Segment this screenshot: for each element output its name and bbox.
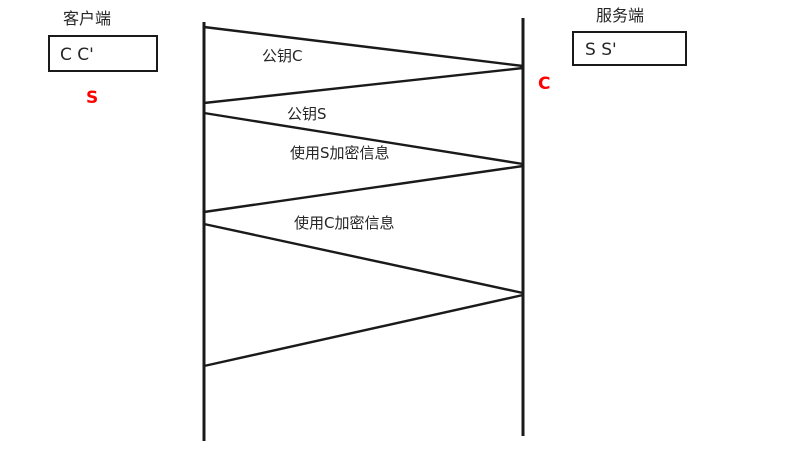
client-actor-box-label: C C': [60, 45, 94, 65]
message-label-4: 使用C加密信息: [294, 214, 395, 232]
message-arrow-4: [202, 164, 525, 214]
server-actor-box: S S': [572, 31, 687, 66]
message-arrow-5: [202, 222, 525, 295]
message-arrow-2: [202, 66, 525, 105]
message-label-1: 公钥C: [262, 47, 303, 65]
server-title: 服务端: [596, 6, 645, 25]
client-actor-box: C C': [48, 35, 158, 72]
server-actor-box-label: S S': [585, 40, 617, 60]
message-label-2: 公钥S: [287, 105, 327, 123]
client-key-note: S: [86, 88, 99, 108]
client-title: 客户端: [63, 9, 112, 28]
message-arrow-3: [202, 111, 525, 166]
message-arrow-1: [202, 25, 525, 68]
message-arrow-6: [202, 293, 525, 368]
server-key-note: C: [538, 74, 551, 94]
message-label-3: 使用S加密信息: [290, 144, 390, 162]
